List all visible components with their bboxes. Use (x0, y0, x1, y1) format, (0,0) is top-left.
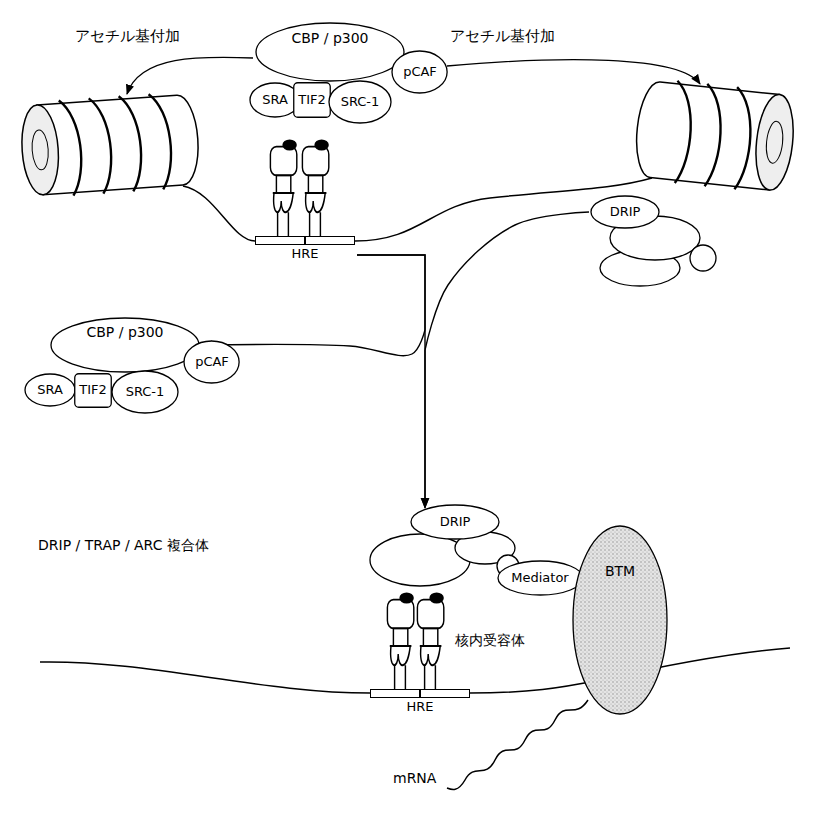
histone-face (19, 104, 61, 196)
node-label: SRC-1 (126, 385, 165, 400)
complex-ellipse: DRIP (410, 504, 500, 540)
ellipse-outline (329, 81, 391, 123)
node-label: DRIP (440, 515, 471, 530)
node-label: SRA (262, 93, 288, 108)
ellipse-outline (25, 374, 75, 406)
arrow-connector (202, 255, 425, 356)
acetylation-arrow (447, 60, 700, 84)
arrow-connector (425, 212, 589, 508)
coactivator-ellipse: pCAF (391, 50, 448, 94)
nuclear-receptor (270, 139, 296, 236)
ellipse-outline (112, 371, 178, 413)
nucleosome (19, 91, 201, 199)
acetylation-arrow (127, 57, 253, 94)
annotation: アセチル基付加 (75, 28, 180, 45)
coactivator-ellipse: SRC-1 (111, 370, 179, 414)
complex-subunit (370, 534, 470, 586)
node-label: pCAF (403, 65, 437, 80)
node-label: HRE (406, 700, 433, 715)
node-label: CBP / p300 (291, 30, 368, 46)
coactivator-ellipse: CBP / p300 (50, 317, 200, 373)
node-label: DRIP (610, 205, 641, 220)
node-label: pCAF (195, 355, 229, 370)
ellipse-outline (184, 341, 239, 383)
ellipse-outline (392, 51, 447, 93)
annotation-text: 核内受容体 (455, 632, 525, 648)
hre-bar (370, 689, 470, 698)
node-label: SRC-1 (341, 95, 380, 110)
response-element: HRE (255, 236, 355, 262)
arrow-connector (357, 255, 425, 508)
coactivator-box: TIF2 (74, 373, 112, 408)
dna-coil (59, 93, 174, 196)
node-label: TIF2 (298, 93, 326, 108)
transcription-machinery: BTM (572, 525, 668, 715)
complex-subunit (690, 245, 716, 271)
nuclear-receptor (302, 139, 328, 236)
response-element: HRE (370, 689, 470, 715)
hre-bar (255, 236, 355, 245)
annotation: DRIP / TRAP / ARC 複合体 (38, 537, 209, 553)
annotation: mRNA (393, 770, 436, 786)
node-label: CBP / p300 (86, 324, 163, 340)
nucleosome (632, 77, 798, 195)
dna-strand (40, 648, 790, 693)
ellipse-outline (250, 83, 300, 117)
node-label: SRA (37, 383, 63, 398)
histone-face (752, 93, 798, 192)
node-label: BTM (605, 563, 635, 579)
dna-coil (667, 81, 756, 191)
mrna-strand (447, 700, 588, 790)
complex-ellipse: DRIP (590, 195, 660, 229)
coactivator-box: TIF2 (293, 82, 331, 118)
node-label: TIF2 (79, 383, 107, 398)
ellipse-outline (411, 505, 499, 539)
coactivator-ellipse: pCAF (183, 340, 240, 384)
ellipse-outline (51, 318, 199, 372)
histone-core (37, 94, 201, 195)
dna-strand (183, 178, 652, 241)
coactivator-ellipse: SRA (24, 373, 76, 407)
annotation-text: DRIP / TRAP / ARC 複合体 (38, 537, 209, 553)
coactivator-ellipse: CBP / p300 (255, 22, 405, 82)
box-outline (294, 83, 331, 118)
ellipse-outline (256, 23, 404, 81)
ellipse-outline (573, 526, 667, 714)
node-label: HRE (291, 247, 318, 262)
nuclear-receptor (417, 592, 443, 689)
node-label: Mediator (511, 571, 568, 586)
annotation: 核内受容体 (455, 632, 525, 648)
ellipse-outline (498, 561, 583, 595)
box-outline (75, 373, 112, 407)
coactivator-ellipse: SRC-1 (328, 80, 392, 124)
histone-face (764, 121, 784, 164)
nuclear-receptor (387, 592, 413, 689)
mediator-ellipse: Mediator (497, 560, 584, 596)
ellipse-outline (591, 196, 659, 228)
histone-face (31, 129, 50, 170)
annotation-text: アセチル基付加 (75, 27, 180, 45)
annotation: アセチル基付加 (450, 28, 555, 45)
annotation-text: mRNA (393, 770, 436, 786)
node-outline (572, 525, 668, 715)
annotation-text: アセチル基付加 (450, 27, 555, 45)
